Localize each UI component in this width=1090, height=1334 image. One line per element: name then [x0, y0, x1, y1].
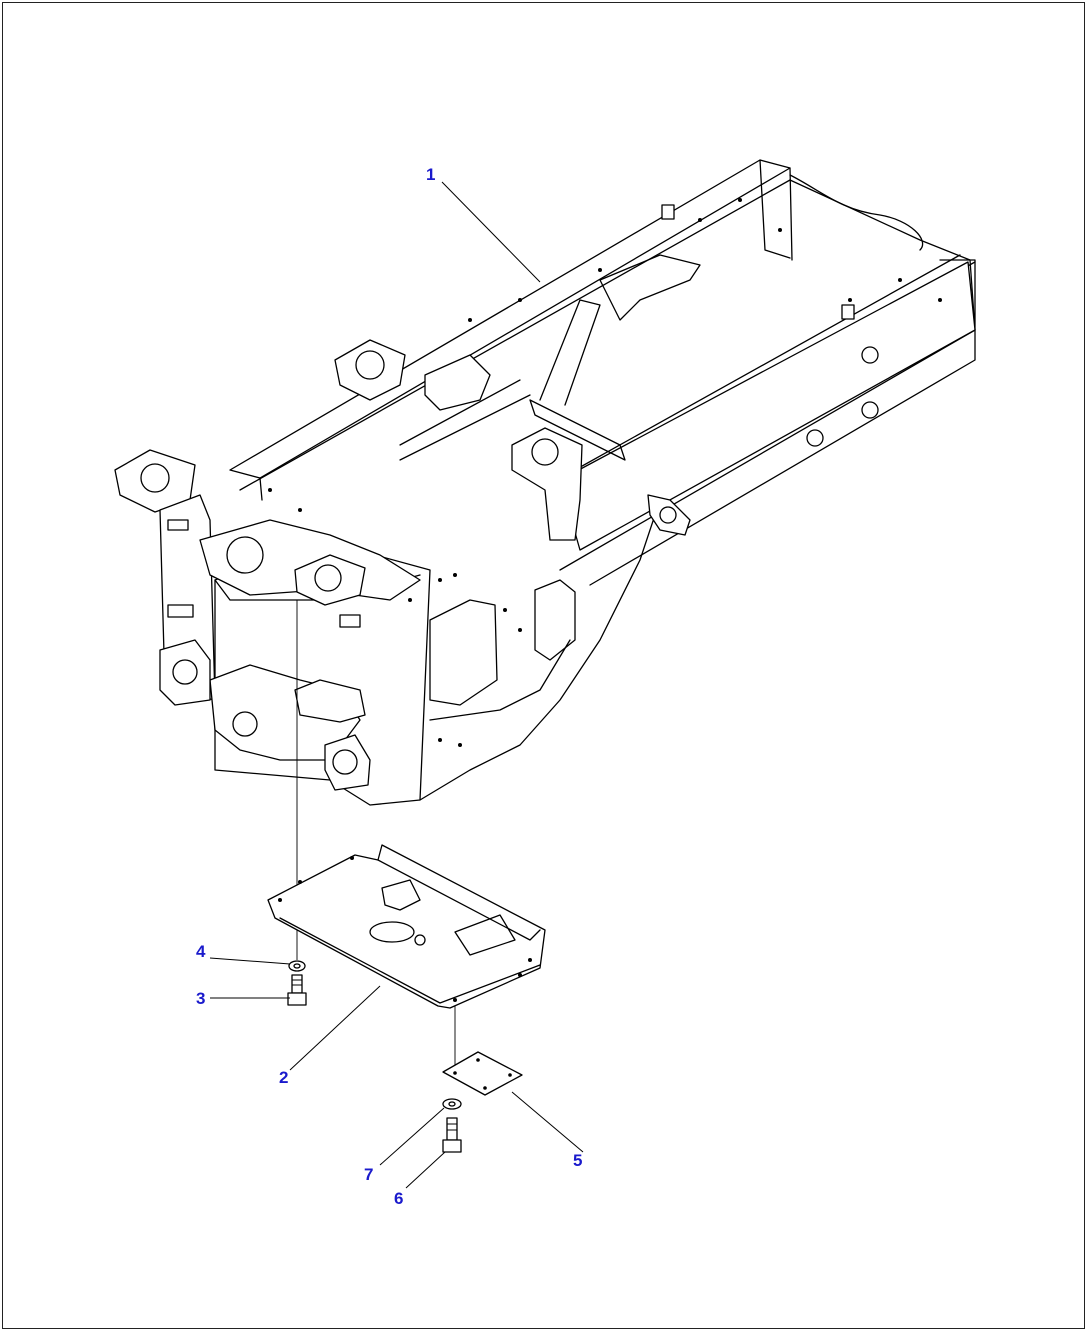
callouts: 1 2 3 4 5 6 7	[196, 165, 582, 1208]
callout-1[interactable]: 1	[426, 165, 435, 184]
bolt-6-drawing	[442, 1117, 462, 1153]
callout-2[interactable]: 2	[279, 1068, 288, 1087]
leader-lines	[209, 181, 584, 1189]
callout-6[interactable]: 6	[394, 1189, 403, 1208]
cover-5-drawing	[442, 1051, 523, 1096]
washer-4-drawing	[288, 960, 306, 972]
bolt-3-drawing	[287, 974, 307, 1006]
callout-7[interactable]: 7	[364, 1165, 373, 1184]
callout-3[interactable]: 3	[196, 989, 205, 1008]
callout-5[interactable]: 5	[573, 1151, 582, 1170]
rear-frame-drawing	[114, 159, 976, 806]
washer-7-drawing	[442, 1098, 462, 1110]
callout-4[interactable]: 4	[196, 942, 206, 961]
under-guard-plate-drawing	[267, 844, 546, 1009]
